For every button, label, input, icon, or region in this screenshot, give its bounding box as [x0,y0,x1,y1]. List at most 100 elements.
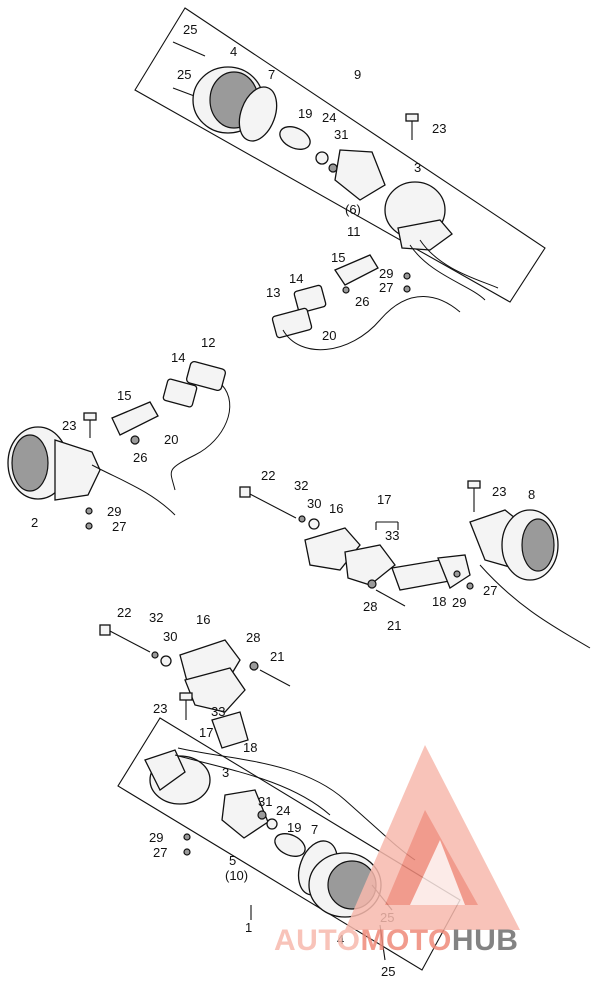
plate-13 [271,307,313,339]
callout-28-right: 28 [363,599,377,614]
callout-33-bottom: 33 [211,704,225,719]
callout-23: 23 [432,121,446,136]
callout-10: (10) [225,868,248,883]
watermark-text: AUTOMOTOHUB [274,924,518,957]
bolt-22-right-head [239,486,251,498]
bolt-21-right [375,589,406,607]
top-wire-2 [419,239,499,289]
contact-31 [328,163,338,173]
bolt-21-bottom [259,669,291,687]
housing-3-bottom-neck [144,749,186,791]
callout-4: 4 [230,44,237,59]
socket-6 [334,149,386,201]
callout-7-bottom: 7 [311,822,318,837]
lamp-2-face [11,434,49,492]
holder-17-right [344,544,396,586]
nut-27-right [466,582,474,590]
housing-3-neck [397,219,453,251]
callout-19: 19 [298,106,312,121]
callout-9: 9 [354,67,361,82]
washer-32-bottom [151,651,159,659]
callout-3: 3 [414,160,421,175]
bolt-23-top-head [405,113,419,122]
left-wire-upper [170,384,231,491]
callout-25-bottom-b: 25 [381,964,395,979]
lamp-2-housing [54,439,101,501]
right-turn-signal-assembly: 22 32 30 16 17 33 23 8 18 29 27 28 21 [239,468,591,649]
washer-29-top [403,272,411,280]
screw-25-a [172,41,206,57]
callout-6: (6) [345,202,361,217]
callout-21-bottom: 21 [270,649,284,664]
washer-26-left [130,435,140,445]
left-wire-lower [91,464,176,516]
callout-23-right: 23 [492,484,506,499]
right-wire [479,564,591,649]
callout-27: 27 [379,280,393,295]
callout-30-right: 30 [307,496,321,511]
callout-22-bottom: 22 [117,605,131,620]
washer-30-bottom [160,655,172,667]
bulb-19 [279,126,311,150]
nut-27-top [403,285,411,293]
spring-24 [315,151,329,165]
callout-17-bottom: 17 [199,725,213,740]
bolt-22-right [245,491,297,519]
holder-17-bottom [184,667,246,713]
callout-11: 11 [347,224,361,239]
callout-15-left: 15 [117,388,131,403]
nut-27-left [85,522,93,530]
callout-25b: 25 [177,67,191,82]
callout-8: 8 [528,487,535,502]
callout-22-right: 22 [261,468,275,483]
plate-12 [186,360,226,392]
callout-25a: 25 [183,22,197,37]
bolt-23-right-head [467,480,481,489]
callout-31: 31 [334,127,348,142]
washer-29-right [453,570,461,578]
callout-16-bottom: 16 [196,612,210,627]
callout-4-bottom: 4 [337,932,344,947]
callout-14-left: 14 [171,350,185,365]
lamp-8-face [521,518,555,572]
bolt-22-bottom-head [99,624,111,636]
callout-3-bottom: 3 [222,765,229,780]
washer-30-right [308,518,320,530]
callout-19-bottom: 19 [287,820,301,835]
callout-29: 29 [379,266,393,281]
washer-32-right [298,515,306,523]
callout-24: 24 [322,110,336,125]
callout-33-right: 33 [385,528,399,543]
callout-29-left: 29 [107,504,121,519]
callout-23-bottom: 23 [153,701,167,716]
callout-24-bottom: 24 [276,803,290,818]
top-turn-signal-assembly: 25 25 4 7 9 23 19 24 31 3 (6) 11 15 14 1… [134,7,546,351]
callout-29-right: 29 [452,595,466,610]
callout-28-bottom: 28 [246,630,260,645]
bottom-assembly-frame [117,717,461,971]
callout-12: 12 [201,335,215,350]
socket-5 [221,789,269,839]
bolt-22-bottom [107,629,151,653]
callout-26-left: 26 [133,450,147,465]
callout-7: 7 [268,67,275,82]
top-wire [409,244,486,301]
callout-32-bottom: 32 [149,610,163,625]
callout-5: 5 [229,853,236,868]
callout-27-left: 27 [112,519,126,534]
callout-2: 2 [31,515,38,530]
bottom-wire-b [174,754,331,816]
bolt-23-left-head [83,412,97,421]
callout-26: 26 [355,294,369,309]
callout-30-bottom: 30 [163,629,177,644]
plate-14 [293,284,327,314]
stay-15 [334,254,379,286]
callout-18-bottom: 18 [243,740,257,755]
contact-31-bottom [257,810,267,820]
callout-13: 13 [266,285,280,300]
watermark-logo-cut [410,840,465,905]
bulb-19-bottom [274,833,306,857]
nut-27-bottom [183,848,191,856]
callout-1: 1 [245,920,252,935]
